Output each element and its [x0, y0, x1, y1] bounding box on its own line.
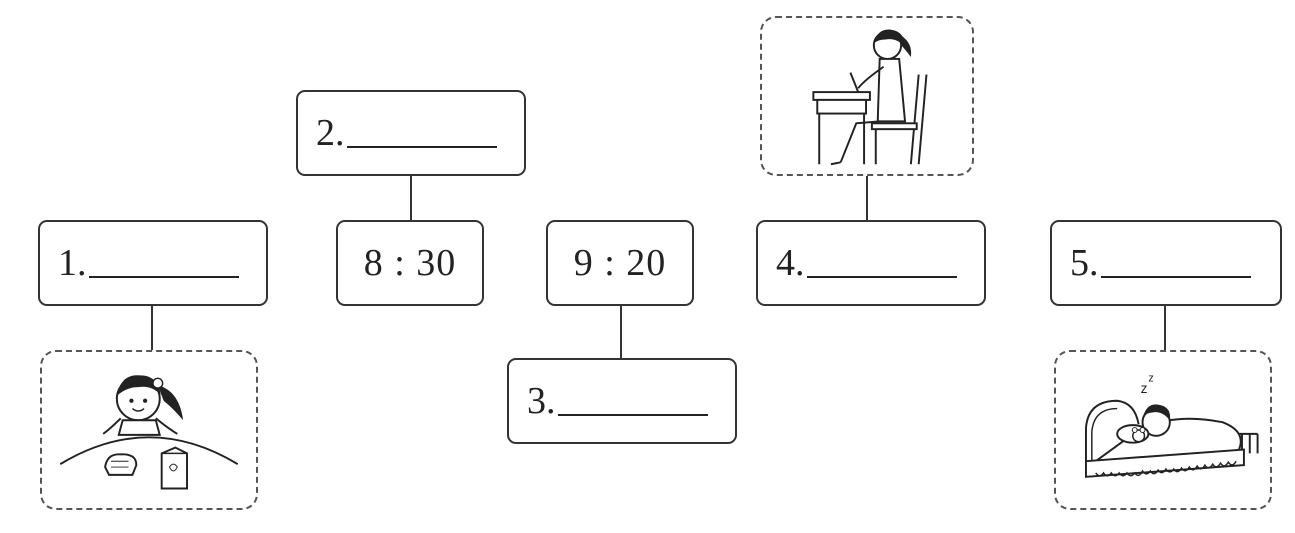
- girl-breakfast-illustration: [59, 375, 239, 490]
- svg-text:z: z: [1141, 381, 1148, 396]
- answer-blank[interactable]: [1100, 276, 1251, 278]
- answer-blank[interactable]: [557, 414, 708, 416]
- slot-number: 1.: [58, 242, 87, 284]
- answer-blank[interactable]: [806, 276, 957, 278]
- connector-line: [1164, 306, 1166, 350]
- svg-text:z: z: [1148, 372, 1153, 384]
- connector-line: [620, 306, 622, 360]
- slot-number: 5.: [1070, 242, 1099, 284]
- answer-blank[interactable]: [88, 276, 239, 278]
- girl-studying-desk-icon: [760, 16, 974, 176]
- girl-breakfast-icon: [40, 350, 258, 510]
- slot-number: 2.: [316, 112, 345, 154]
- slot-number: 4.: [776, 242, 805, 284]
- connector-line: [410, 176, 412, 220]
- connector-line: [151, 304, 153, 350]
- connector-line: [866, 176, 868, 220]
- answer-blank[interactable]: [346, 146, 497, 148]
- answer-box-5[interactable]: 5.: [1050, 220, 1282, 306]
- time-box-1: 8 : 30: [336, 220, 484, 306]
- answer-box-4[interactable]: 4.: [756, 220, 986, 306]
- time-box-2: 9 : 20: [546, 220, 694, 306]
- girl-studying-illustration: [812, 29, 928, 166]
- time-label: 9 : 20: [573, 242, 667, 284]
- answer-box-2[interactable]: 2.: [296, 90, 526, 176]
- child-sleeping-illustration: z z: [1085, 372, 1259, 478]
- time-label: 8 : 30: [363, 242, 457, 284]
- child-sleeping-bed-icon: z z: [1054, 350, 1272, 510]
- answer-box-1[interactable]: 1.: [38, 220, 268, 306]
- answer-box-3[interactable]: 3.: [507, 358, 737, 444]
- slot-number: 3.: [527, 380, 556, 422]
